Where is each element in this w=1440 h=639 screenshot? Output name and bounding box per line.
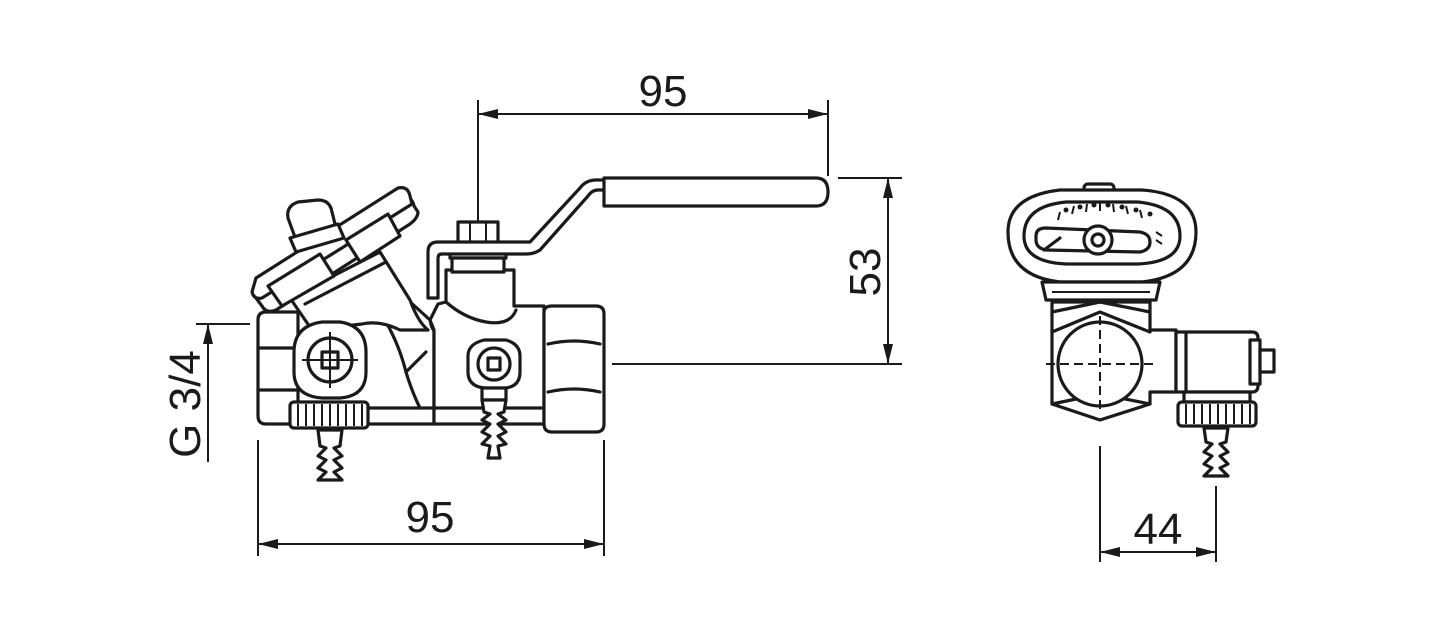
spindle-cap [286, 198, 346, 254]
side-collar [1040, 280, 1162, 302]
side-view [1006, 182, 1276, 478]
side-hex-body [1046, 300, 1178, 422]
bonnet-neck [288, 250, 430, 332]
knurl-left [297, 404, 363, 426]
measuring-port-right [466, 338, 522, 460]
dim-body-length: 95 [406, 493, 455, 542]
side-dimensions: 44 [1099, 446, 1217, 562]
knurl-side [1185, 404, 1251, 424]
dim-lever-height: 53 [841, 248, 890, 297]
dim-thread-size: G 3/4 [161, 350, 210, 458]
dim-lever-length: 95 [639, 67, 688, 116]
outlet-hex [542, 304, 606, 434]
front-dimensions: 95 95 53 G 3/4 [161, 67, 902, 556]
stem-and-lever [426, 176, 830, 300]
dim-side-width: 44 [1134, 505, 1183, 554]
side-port [1174, 330, 1276, 478]
dial-scale [1057, 202, 1163, 245]
measuring-port-left [288, 320, 370, 482]
front-view [250, 176, 830, 482]
side-handwheel [1006, 182, 1198, 284]
